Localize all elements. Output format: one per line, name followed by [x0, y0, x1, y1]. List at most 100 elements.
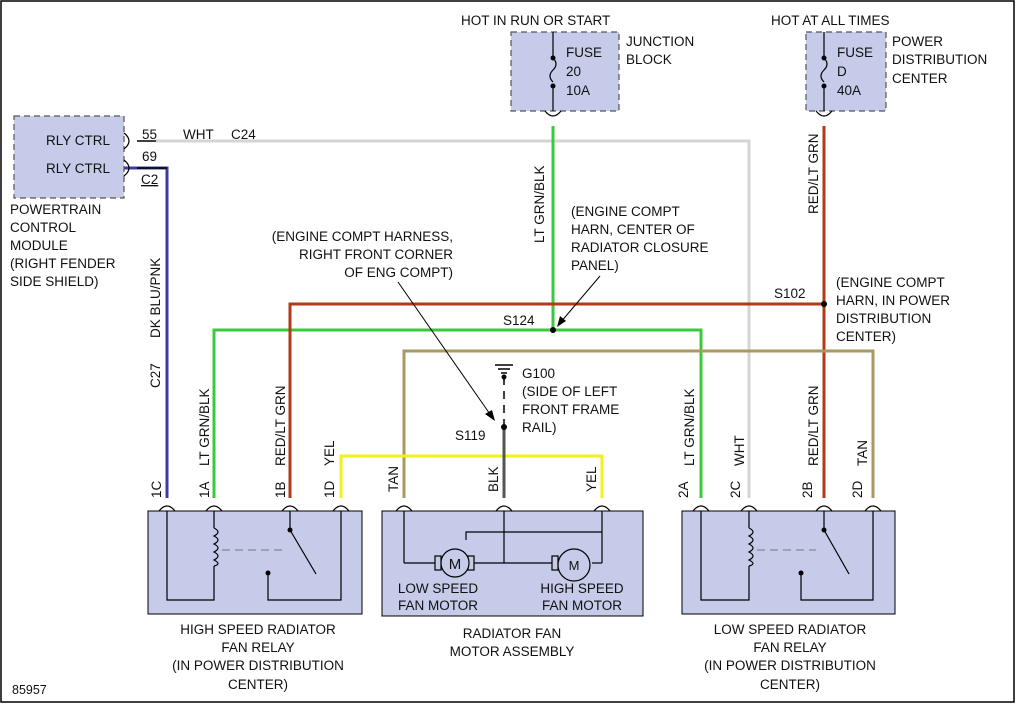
harness-power-line-4: CENTER) [836, 329, 896, 344]
high-motor-symbol: M [569, 558, 580, 573]
harness-right-leader [397, 281, 493, 418]
high-pin-1d: 1D [322, 480, 337, 498]
low-relay-name-line-2: FAN RELAY [753, 640, 826, 655]
pcm-pin1-number: 55 [142, 127, 157, 142]
wht-connector: C24 [231, 127, 256, 142]
pcm-pin2-number: 69 [142, 149, 157, 164]
wire-wht [156, 139, 751, 498]
low-motor-label-1: LOW SPEED [398, 581, 479, 596]
junction-title: HOT IN RUN OR START [461, 13, 610, 28]
low-relay-name-line-3: (IN POWER DISTRIBUTION [704, 658, 876, 673]
pcm-connector: C2 [141, 172, 158, 187]
high-relay-coil-icon [212, 527, 219, 567]
harness-power-line-1: (ENGINE COMPT [836, 275, 945, 290]
harness-center-line-1: (ENGINE COMPT [571, 204, 680, 219]
dk-blu-pnk-label: DK BLU/PNK [148, 258, 163, 338]
harness-power-line-3: DISTRIBUTION [836, 311, 931, 326]
high-motor-label-2: FAN MOTOR [542, 598, 622, 613]
low-relay-coil-return [700, 511, 750, 601]
high-yel-label: YEL [322, 440, 337, 466]
low-tan-label: TAN [855, 440, 870, 466]
splice-s124-label: S124 [503, 313, 535, 328]
wire-lt-grn-blk-bus [212, 328, 703, 498]
low-relay-box [681, 510, 896, 615]
figure-number: 85957 [12, 683, 47, 697]
harness-center-leader [559, 275, 601, 324]
harness-center-line-3: RADIATOR CLOSURE [571, 240, 709, 255]
harness-right-line-1: (ENGINE COMPT HARNESS, [272, 229, 453, 244]
low-red-lt-grn-label: RED/LT GRN [806, 385, 821, 466]
low-wht-label: WHT [732, 435, 747, 466]
fuse-d-line-3: 40A [837, 83, 861, 98]
high-pin-1c: 1C [149, 480, 164, 498]
low-motor-label-2: FAN MOTOR [398, 598, 478, 613]
pcm-pin2-connector-icon [123, 159, 130, 177]
splice-s124-dot [550, 327, 556, 333]
feed-lt-grn-blk-label: LT GRN/BLK [532, 165, 547, 243]
pdc-name-line-1: POWER [892, 34, 943, 49]
feed-red-lt-grn-label: RED/LT GRN [806, 133, 821, 214]
motor-tan-label: TAN [386, 466, 401, 492]
fuse-d-line-2: D [837, 64, 847, 79]
fuse-d-line-1: FUSE [837, 45, 873, 60]
pcm-pin1-label: RLY CTRL [46, 133, 111, 148]
fuse-20-line-1: FUSE [566, 45, 602, 60]
wht-label: WHT [183, 127, 214, 142]
pcm-name-line-5: SIDE SHIELD) [10, 274, 99, 289]
junction-name-line-2: BLOCK [626, 52, 672, 67]
ground-g100-label: G100 [522, 366, 555, 381]
wire-tan [402, 349, 875, 498]
pcm-name-line-1: POWERTRAIN [10, 202, 101, 217]
low-relay-switch-icon [823, 529, 850, 575]
pcm-name-line-4: (RIGHT FENDER [10, 256, 116, 271]
splice-s102-label: S102 [774, 286, 806, 301]
high-relay-name-line-3: (IN POWER DISTRIBUTION [172, 658, 344, 673]
high-relay-box [147, 510, 363, 615]
fuse-20-icon [549, 57, 557, 83]
low-lt-grn-blk-label: LT GRN/BLK [682, 388, 697, 466]
harness-right-arrow-icon [485, 410, 495, 421]
ground-location-line-1: (SIDE OF LEFT [522, 384, 617, 399]
junction-box [510, 31, 620, 112]
fuse-20-line-3: 10A [566, 83, 590, 98]
pcm-name-line-2: CONTROL [10, 220, 76, 235]
low-pin-2d: 2D [850, 480, 865, 498]
motor-assembly-name-2: MOTOR ASSEMBLY [450, 644, 575, 659]
high-relay-name-line-2: FAN RELAY [221, 640, 294, 655]
pdc-name-line-3: CENTER [892, 71, 948, 86]
low-relay-name-line-1: LOW SPEED RADIATOR [714, 622, 867, 637]
high-relay-coil-return [166, 511, 215, 601]
harness-right-line-2: RIGHT FRONT CORNER [299, 247, 453, 262]
wire-red-lt-grn-branch [288, 302, 824, 498]
harness-power-line-2: HARN, IN POWER [836, 293, 950, 308]
high-motor-label-1: HIGH SPEED [540, 581, 624, 596]
low-pin-2a: 2A [676, 481, 691, 498]
motor-assembly-name-1: RADIATOR FAN [463, 626, 562, 641]
pcm-name-line-3: MODULE [10, 238, 68, 253]
high-lt-grn-blk-label: LT GRN/BLK [197, 388, 212, 466]
motor-yel-label: YEL [584, 466, 599, 492]
c27-label: C27 [148, 363, 163, 388]
high-relay-name-line-1: HIGH SPEED RADIATOR [180, 622, 336, 637]
splice-s119-label: S119 [455, 428, 486, 443]
low-motor-symbol: M [449, 556, 462, 573]
high-pin-1a: 1A [197, 481, 212, 498]
low-speed-motor-icon [440, 548, 470, 578]
high-relay-switch-icon [289, 529, 317, 575]
high-pin-1b: 1B [273, 481, 288, 498]
ground-location-line-3: RAIL) [522, 420, 557, 435]
low-pin-2c: 2C [728, 480, 743, 498]
pdc-connector-icon [815, 110, 833, 117]
splice-s119-dot [501, 424, 507, 430]
low-relay-coil-icon [747, 527, 754, 567]
low-relay-name-line-4: CENTER) [760, 677, 820, 692]
harness-center-line-4: PANEL) [571, 258, 619, 273]
harness-right-line-3: OF ENG COMPT) [344, 265, 453, 280]
splice-s102-dot [821, 301, 827, 307]
motor-blk-label: BLK [486, 466, 501, 492]
pcm-box [13, 115, 125, 199]
fuse-20-line-2: 20 [566, 64, 581, 79]
